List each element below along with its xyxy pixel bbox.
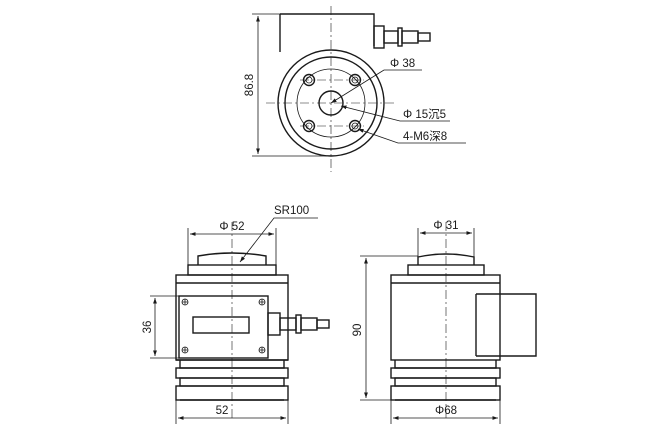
front-view-top-button [197, 252, 267, 265]
front-view-sr-label: SR100 [274, 205, 309, 217]
top-view-hole-circle-leader [330, 69, 422, 104]
side-view-body [390, 274, 501, 361]
front-view-top-diameter-label: Φ 52 [219, 221, 244, 233]
side-view-base-diameter-label: Φ68 [435, 405, 457, 417]
front-view: Φ 52 SR100 36 52 [142, 205, 330, 424]
front-view-width-label: 52 [216, 405, 229, 417]
front-view-sr-leader [239, 217, 318, 263]
side-view-side-boss [476, 293, 537, 357]
top-view-housing [279, 13, 375, 52]
top-view-thread-holes-leader [357, 128, 466, 144]
top-view-center-hole-label: Φ 15沉5 [403, 108, 446, 121]
front-view-cable-gland [267, 312, 330, 336]
side-view-height-label: 90 [352, 324, 364, 337]
top-view-hole-circle-label: Φ 38 [390, 58, 415, 70]
side-view: Φ 31 90 Φ68 [352, 220, 537, 424]
front-view-plate-screws [181, 298, 266, 354]
top-view-cable-gland [373, 25, 431, 49]
side-view-base [390, 385, 501, 401]
front-view-height-label: 36 [142, 321, 154, 334]
top-view-center-hole-leader [340, 105, 450, 122]
top-view: 86.8 Φ 38 Φ 15沉5 4-M6深8 [244, 6, 466, 172]
top-view-height-label: 86.8 [244, 74, 256, 96]
side-view-top-diameter-label: Φ 31 [433, 220, 458, 232]
top-view-thread-holes-label: 4-M6深8 [403, 129, 447, 143]
